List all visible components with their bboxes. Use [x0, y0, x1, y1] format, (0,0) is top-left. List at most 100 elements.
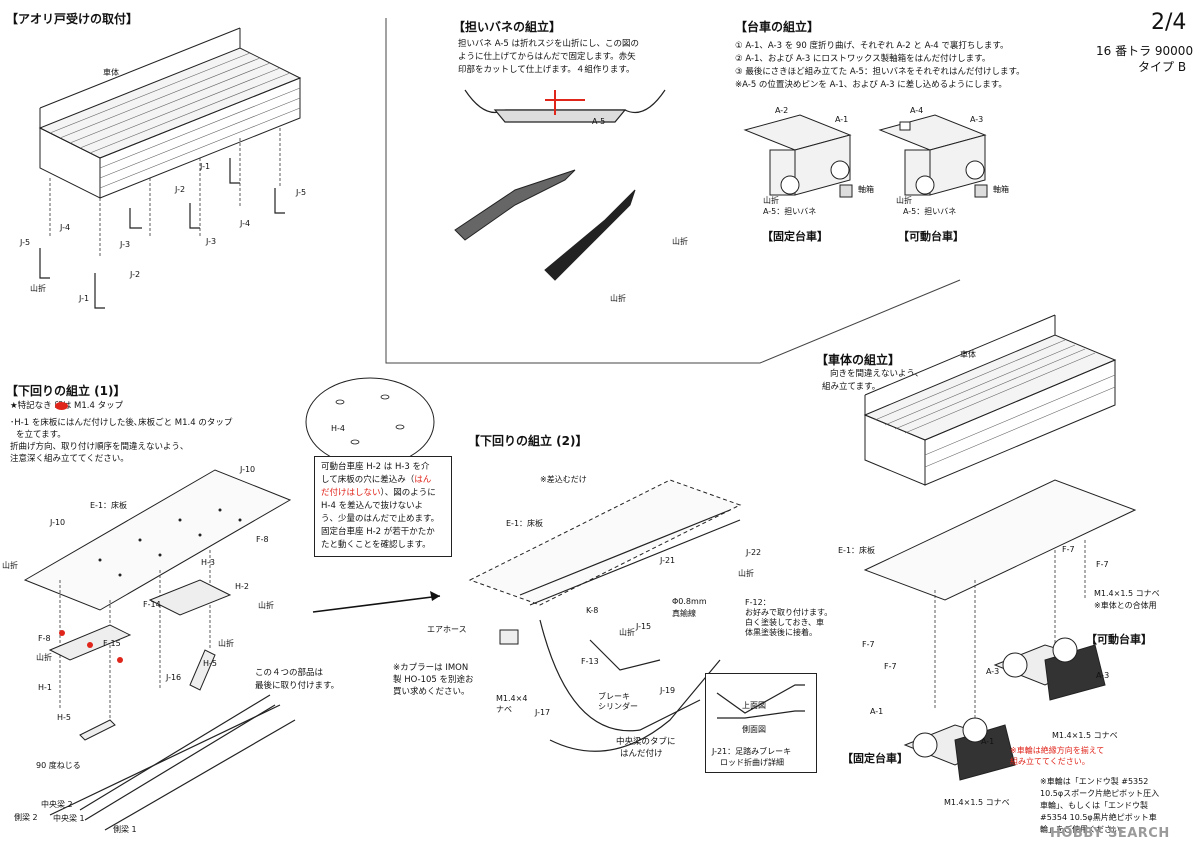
under2-fold-1: 山折 [738, 569, 754, 578]
under1-part-h1: H-1 [38, 683, 52, 692]
under2-center-tab: 中央梁のタブに [616, 737, 676, 747]
aori-part-j1-left: J-1 [79, 294, 90, 303]
under2-part-f13: F-13 [581, 657, 599, 666]
aori-body-label: 車体 [103, 68, 119, 77]
body-part-a3-a: A-3 [986, 667, 1000, 676]
beam-center-1: 中央梁 1 [53, 814, 85, 823]
model-type: タイプ B [1138, 60, 1187, 74]
j21-inset-box [705, 673, 817, 773]
under1-title: 【下回りの組立 (1)】 [6, 384, 126, 398]
wheel-note-3: 車輪」、もしくは「エンドウ製 [1040, 801, 1148, 810]
under1-note4-1: この４つの部品は [255, 668, 324, 678]
aori-part-j4-right: J-4 [240, 219, 251, 228]
body-fixed-caption: 【固定台車】 [842, 752, 908, 765]
aori-part-j5-right: J-5 [296, 188, 307, 197]
coupler-note-3: 買い求めください。 [393, 687, 470, 697]
bogie-title: 【台車の組立】 [735, 20, 820, 34]
aori-part-j2-left: J-2 [130, 270, 141, 279]
bogie-line-1: ① A-1、A-3 を 90 度折り曲げ、それぞれ A-2 と A-4 で裏打ち… [735, 41, 1009, 51]
body-part-f7-c: F-7 [862, 640, 875, 649]
callout-line-2: して床板の穴に差込み（はん [321, 474, 445, 487]
body-screw-bot: M1.4×1.5 コナベ [944, 798, 1010, 807]
beam-side-1: 側梁 1 [113, 825, 137, 834]
fixed-bogie-axle-box: 軸箱 [858, 185, 874, 194]
spring-line-1: 担いバネ A-5 は折れスジを山折にし、この図の [458, 39, 640, 49]
body-screw-top: M1.4×1.5 コナベ [1094, 589, 1160, 598]
wheel-note-2: 10.5φスポーク片絶ピボット圧入 [1040, 789, 1160, 798]
under2-part-j15: J-15 [636, 622, 652, 631]
under2-screw: M1.4×4 [496, 694, 528, 703]
watermark-logo: HOBBY SEARCH [1050, 826, 1170, 841]
callout-line-2-text: して床板の穴に差込み（ [321, 475, 415, 485]
under1-part-j16: J-16 [166, 673, 182, 682]
movable-bogie-fold: 山折 [896, 196, 912, 205]
under2-wire: Φ0.8mm [672, 597, 707, 606]
callout-line-6: 固定台車座 H-2 が若干かたか [321, 527, 435, 537]
under1-part-h2: H-2 [235, 582, 249, 591]
spring-part-a5: A-5 [592, 117, 606, 126]
under2-brake-2: シリンダー [598, 702, 638, 711]
under1-part-j10-a: J-10 [240, 465, 256, 474]
f12-note-3: 体黒塗装後に接着。 [745, 628, 817, 637]
under1-part-h4: H-4 [331, 424, 345, 433]
spring-drawing [454, 89, 666, 281]
under1-line-3: を立てます。 [16, 430, 66, 440]
callout-line-4: H-4 を差込んで抜けないよ [321, 501, 423, 511]
under1-floor-label: E-1：床板 [90, 501, 128, 510]
body-body-label: 車体 [960, 350, 976, 359]
under2-title: 【下回りの組立 (2)】 [468, 434, 588, 448]
under1-twist: 90 度ねじる [36, 761, 81, 770]
f12-note-1: お好みで取り付けます。 [745, 608, 833, 617]
body-line-1: 向きを間違えないよう、 [830, 369, 924, 379]
inset-top-view: 上面図 [742, 701, 766, 710]
aori-part-j2-right: J-2 [175, 185, 186, 194]
under2-brake: ブレーキ [598, 692, 630, 701]
body-red-note-1: ※車輪は絶縁方向を揃えて [1010, 746, 1105, 755]
body-part-a1-a: A-1 [870, 707, 884, 716]
movable-bogie-drawing [878, 114, 988, 198]
aori-part-j3-left: J-3 [120, 240, 131, 249]
movable-bogie-caption: 【可動台車】 [898, 230, 964, 243]
under1-line-4: 折曲げ方向、取り付け順序を間違えないよう、 [10, 442, 189, 452]
under1-line-2: ･H-1 を床板にはんだ付けした後､床板ごと M1.4 のタップ [10, 418, 233, 428]
aori-fold-label: 山折 [30, 284, 46, 293]
under1-floor-drawing [23, 469, 296, 831]
under1-part-f8-b: F-8 [38, 634, 51, 643]
body-part-f7-a: F-7 [1062, 545, 1075, 554]
fixed-bogie-fold: 山折 [763, 196, 779, 205]
movable-bogie-spring: A-5：担いバネ [903, 207, 957, 216]
f12-note-2: 白く塗装しておき、車 [745, 618, 824, 627]
callout-line-3-red: だ付けはしない [321, 488, 381, 498]
body-red-note-2: 組み立ててください。 [1010, 757, 1090, 766]
body-floor-label: E-1：床板 [838, 546, 876, 555]
h2-callout: 可動台車座 H-2 は H-3 を介 して床板の穴に差込み（はん だ付けはしない… [314, 456, 452, 557]
under1-fold-1: 山折 [2, 561, 18, 570]
under1-fold-3: 山折 [36, 653, 52, 662]
inset-caption-2: ロッド折曲げ詳細 [720, 758, 784, 767]
under2-fold-2: 山折 [619, 628, 635, 637]
callout-line-1: 可動台車座 H-2 は H-3 を介 [321, 462, 430, 472]
under1-part-j10-b: J-10 [50, 518, 66, 527]
spring-fold-1: 山折 [672, 237, 688, 246]
fixed-bogie-part-a1: A-1 [835, 115, 849, 124]
aori-wagon-drawing [38, 27, 302, 309]
under2-part-j19: J-19 [660, 686, 676, 695]
inset-caption-1: J-21：足踏みブレーキ [712, 747, 792, 756]
spring-line-3: 印部をカットして仕上げます。４組作ります。 [458, 65, 635, 75]
coupler-note-1: ※カプラーは IMON [393, 663, 469, 673]
under2-part-k8: K-8 [586, 606, 599, 615]
wheel-note-5: 輪」をご使用ください。 [1040, 825, 1128, 834]
body-floor-drawing [863, 479, 1137, 781]
movable-bogie-part-a3: A-3 [970, 115, 984, 124]
spring-line-2: ように仕上げてからはんだで固定します。赤矢 [458, 52, 636, 62]
callout-line-7: たと動くことを確認します。 [321, 540, 431, 550]
aori-part-j1-right: J-1 [200, 162, 211, 171]
watermark-text: HOBBY SEARCH [1050, 826, 1170, 841]
movable-bogie-axle-box: 軸箱 [993, 185, 1009, 194]
fixed-bogie-spring: A-5：担いバネ [763, 207, 817, 216]
body-part-f7-b: F-7 [1096, 560, 1109, 569]
under1-part-f15: F-15 [103, 639, 121, 648]
aori-part-j4-left: J-4 [60, 223, 71, 232]
aori-title: 【アオリ戸受けの取付】 [6, 12, 139, 26]
under1-line-5: 注意深く組み立ててください。 [10, 454, 129, 464]
